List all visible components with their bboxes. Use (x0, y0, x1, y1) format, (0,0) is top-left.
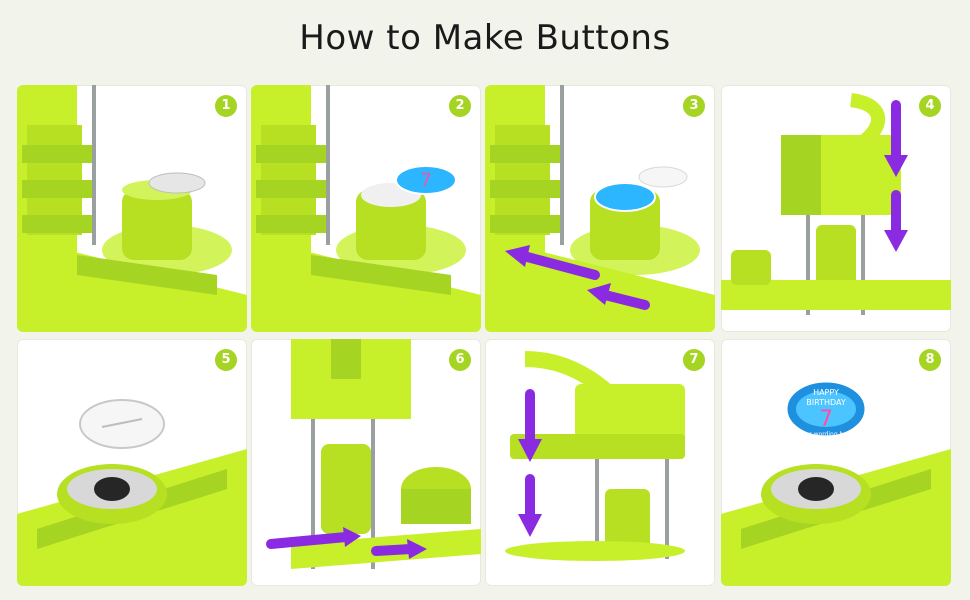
button-press-sliding-icon (485, 85, 715, 332)
step-panel-4: 4 (721, 85, 951, 332)
button-number: 7 (819, 407, 833, 432)
step-panel-8: HAPPY BIRTHDAY 7 Your wording here 8 (721, 339, 951, 586)
step-panel-6: 6 (251, 339, 481, 586)
step-number-badge: 1 (215, 95, 237, 117)
press-handle-down-icon (505, 351, 685, 561)
step-number-badge: 2 (449, 95, 471, 117)
step-number-badge: 4 (919, 95, 941, 117)
step-panel-7: 7 (485, 339, 715, 586)
button-press-with-photo-icon: 7 (251, 85, 481, 332)
page-title: How to Make Buttons (299, 18, 671, 58)
step-number-badge: 3 (683, 95, 705, 117)
step-panel-5: 5 (17, 339, 247, 586)
step-number-badge: 7 (683, 349, 705, 371)
button-text-line1: HAPPY (813, 388, 839, 397)
press-handle-down-icon (721, 93, 951, 315)
die-with-back-pin-icon (17, 399, 247, 586)
step-panel-3: 3 (485, 85, 715, 332)
button-text-line2: BIRTHDAY (806, 398, 846, 407)
slide-die-icon (266, 339, 481, 569)
step-number-badge: 8 (919, 349, 941, 371)
step-number-badge: 5 (215, 349, 237, 371)
button-press-with-shell-icon (17, 85, 247, 332)
step-panel-2: 7 2 (251, 85, 481, 332)
button-footer: Your wording here (798, 431, 853, 438)
step-panel-1: 1 (17, 85, 247, 332)
finished-button-icon: HAPPY BIRTHDAY 7 Your wording here (721, 379, 951, 586)
svg-text:7: 7 (420, 170, 431, 191)
step-number-badge: 6 (449, 349, 471, 371)
